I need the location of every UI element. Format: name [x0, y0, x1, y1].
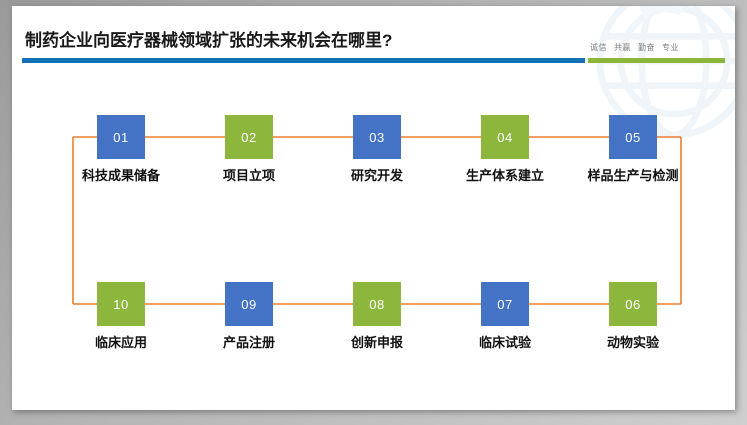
flow-node-label: 创新申报: [350, 335, 404, 350]
flow-node-01[interactable]: 01 科技成果储备: [82, 115, 160, 183]
flow-node-number: 07: [481, 282, 529, 326]
flow-node-label: 样品生产与检测: [587, 168, 679, 183]
flow-node-label: 项目立项: [222, 168, 276, 183]
flow-node-label: 生产体系建立: [465, 168, 545, 183]
flow-node-label: 产品注册: [222, 335, 276, 350]
flow-node-label: 临床应用: [94, 335, 148, 350]
flow-node-10[interactable]: 10 临床应用: [95, 282, 147, 350]
flow-node-number: 04: [481, 115, 529, 159]
flow-node-number: 03: [353, 115, 401, 159]
slogan-item-3: 勤奋: [638, 43, 655, 52]
flow-node-label: 科技成果储备: [81, 168, 161, 183]
flow-node-number: 08: [353, 282, 401, 326]
flow-node-06[interactable]: 06 动物实验: [607, 282, 659, 350]
flow-node-label: 动物实验: [606, 335, 660, 350]
flow-node-label: 临床试验: [478, 335, 532, 350]
title-rule-blue: [22, 58, 585, 63]
slogan-item-2: 共赢: [614, 43, 631, 52]
flow-node-number: 09: [225, 282, 273, 326]
flow-node-07[interactable]: 07 临床试验: [479, 282, 531, 350]
flow-node-02[interactable]: 02 项目立项: [223, 115, 275, 183]
flow-connector-lines: [72, 136, 682, 305]
flow-node-09[interactable]: 09 产品注册: [223, 282, 275, 350]
flow-node-04[interactable]: 04 生产体系建立: [466, 115, 544, 183]
title-rule-green: [588, 58, 725, 63]
flow-node-number: 02: [225, 115, 273, 159]
flow-node-label: 研究开发: [350, 168, 404, 183]
flow-node-number: 05: [609, 115, 657, 159]
flow-node-05[interactable]: 05 样品生产与检测: [587, 115, 679, 183]
flow-node-03[interactable]: 03 研究开发: [351, 115, 403, 183]
slogan-item-1: 诚信: [590, 43, 607, 52]
page-title: 制药企业向医疗器械领域扩张的未来机会在哪里?: [25, 31, 393, 50]
flow-node-number: 06: [609, 282, 657, 326]
process-flow-diagram: 01 科技成果储备 02 项目立项 03 研究开发 04 生产体系建立 05 样…: [12, 6, 735, 410]
flow-node-08[interactable]: 08 创新申报: [351, 282, 403, 350]
slogan: 诚信共赢勤奋专业: [590, 42, 679, 53]
slogan-item-4: 专业: [662, 43, 679, 52]
slide-canvas: 制药企业向医疗器械领域扩张的未来机会在哪里? 诚信共赢勤奋专业: [12, 6, 735, 410]
flow-node-number: 10: [97, 282, 145, 326]
flow-node-number: 01: [97, 115, 145, 159]
